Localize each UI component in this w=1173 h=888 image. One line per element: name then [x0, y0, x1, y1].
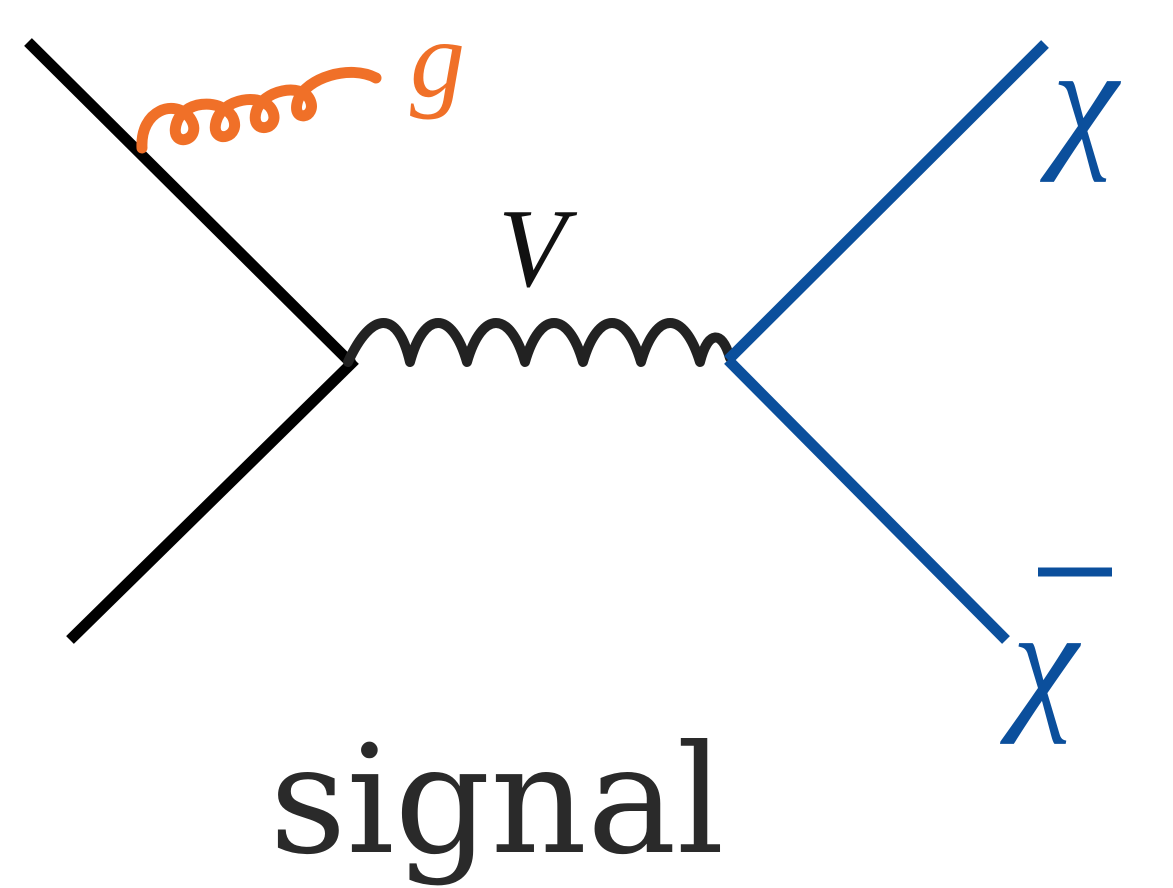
diagram-caption: signal: [270, 714, 725, 888]
mediator-label: V: [498, 187, 578, 311]
gluon-label: g: [410, 0, 465, 120]
outgoing-anti-dark-matter-line: [724, 356, 1010, 644]
gluon-emission: [136, 66, 382, 154]
mediator-propagator: [343, 318, 735, 367]
outgoing-dark-matter-line: [724, 40, 1049, 364]
incoming-quark-line-top: [24, 38, 356, 368]
dark-matter-label: χ: [1039, 17, 1122, 183]
incoming-quark-line-bottom: [66, 356, 359, 644]
anti-dark-matter-label: χ: [999, 579, 1082, 745]
